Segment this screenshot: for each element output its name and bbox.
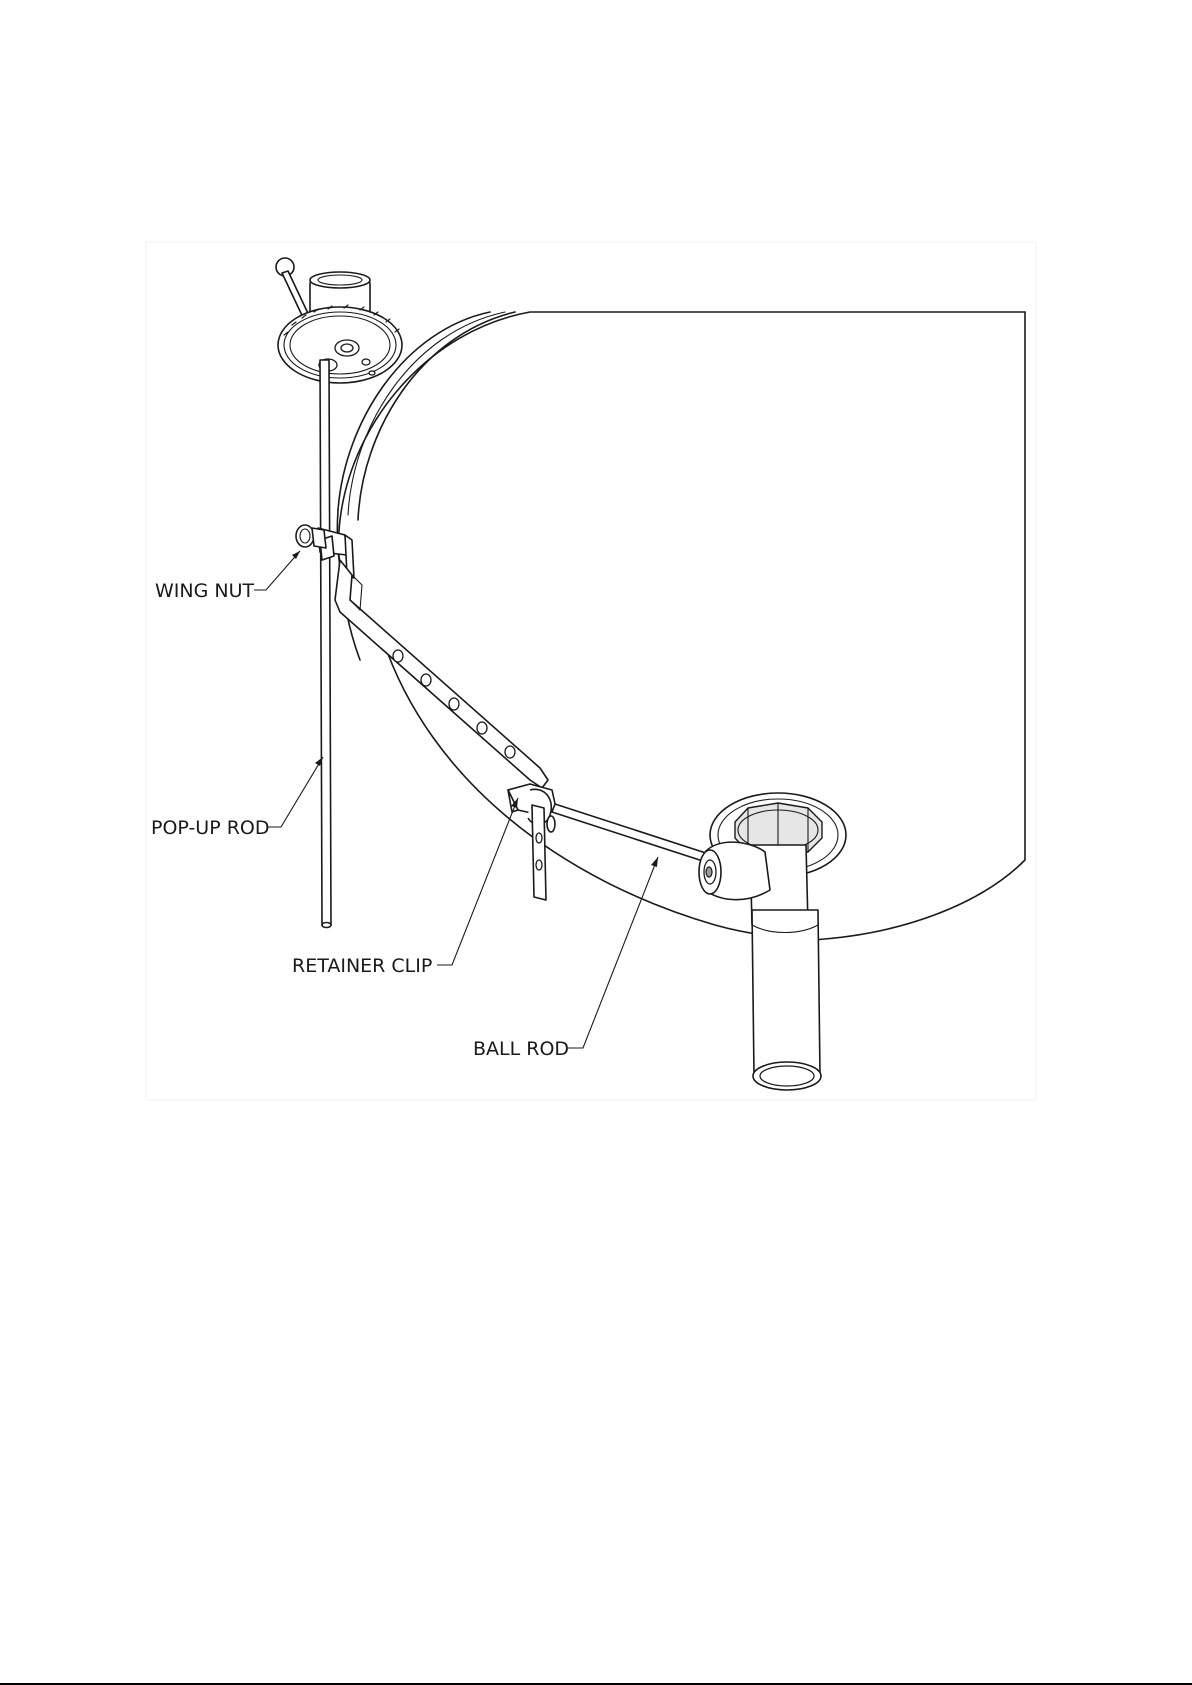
pop-up-rod — [320, 360, 331, 928]
wing-nut-and-strap — [296, 525, 548, 788]
callout-pop-up-rod: POP-UP ROD — [151, 757, 323, 839]
pop-up-handle-assembly — [276, 258, 402, 383]
wing-nut-label: WING NUT — [155, 580, 254, 602]
drain-body — [699, 793, 846, 1090]
callout-wing-nut: WING NUT — [155, 551, 300, 602]
tailpiece — [752, 910, 820, 1075]
pop-up-rod-label: POP-UP ROD — [151, 817, 270, 839]
figure-frame — [146, 242, 1036, 1100]
retainer-clip-label: RETAINER CLIP — [292, 955, 432, 977]
callout-ball-rod: BALL ROD — [473, 857, 658, 1060]
ball-rod-part — [552, 804, 715, 864]
ball-rod-label: BALL ROD — [473, 1038, 569, 1060]
